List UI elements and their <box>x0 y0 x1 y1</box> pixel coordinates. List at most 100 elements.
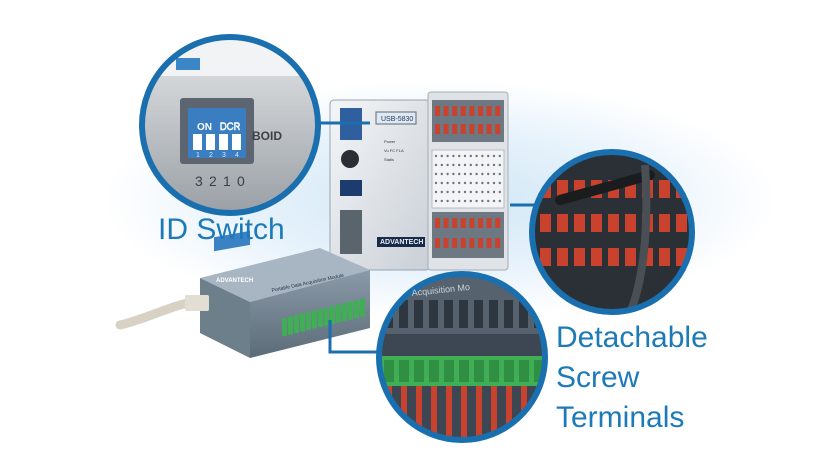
wire <box>431 386 437 440</box>
zoom-id-switch <box>139 34 321 216</box>
terminal-pin <box>443 238 449 248</box>
terminal-pin <box>460 106 466 116</box>
terminal-pin <box>625 248 636 266</box>
breadboard-hole <box>498 199 501 203</box>
screw-terminal <box>534 360 544 382</box>
terminal-pin <box>557 248 568 266</box>
label-line-detachable: Detachable <box>556 321 708 354</box>
led-status-label: Statis <box>384 157 394 162</box>
breadboard-hole <box>434 154 438 158</box>
breadboard-hole <box>440 190 443 194</box>
breadboard-hole <box>481 172 484 176</box>
breadboard-hole <box>452 199 455 203</box>
breadboard-hole <box>463 199 467 203</box>
breadboard-hole <box>446 181 449 185</box>
breadboard-hole <box>487 172 490 176</box>
dip-digit-0: 0 <box>237 173 245 189</box>
terminal-pin <box>443 218 449 228</box>
breadboard-hole <box>434 199 438 203</box>
screw-clamp <box>459 300 468 328</box>
green-terminal-block <box>330 306 335 324</box>
breadboard-hole <box>487 199 490 203</box>
breadboard-hole <box>492 190 496 194</box>
breadboard-hole <box>458 190 461 194</box>
led-fla-label: Vu FC FLA <box>384 148 404 153</box>
breadboard-hole <box>434 190 438 194</box>
zoom-screw-terminals <box>376 271 548 443</box>
terminal-pin <box>460 124 466 134</box>
breadboard-hole <box>498 190 501 194</box>
terminal-pin <box>452 238 458 248</box>
breadboard-hole <box>481 154 484 158</box>
terminal-pin <box>625 214 636 232</box>
breadboard-hole <box>481 199 484 203</box>
breadboard-hole <box>458 163 461 167</box>
green-terminal-block <box>354 300 359 318</box>
terminal-pin <box>452 106 458 116</box>
breadboard-hole <box>434 163 438 167</box>
breadboard-hole <box>487 181 490 185</box>
terminal-pin <box>574 180 585 198</box>
screw-terminal <box>384 360 394 382</box>
screw-clamp <box>519 300 528 328</box>
dip-num-2: 2 <box>209 152 213 159</box>
screw-clamp <box>489 300 498 328</box>
green-terminal-block <box>288 316 293 335</box>
breadboard-hole <box>469 199 472 203</box>
terminal-pin <box>486 106 492 116</box>
breadboard-hole <box>498 154 501 158</box>
terminal-pin <box>460 238 466 248</box>
screw-clamp <box>504 300 513 328</box>
boid-text: BOID <box>252 129 282 143</box>
breadboard-hole <box>487 190 490 194</box>
wire <box>491 386 497 440</box>
green-terminal-block <box>300 313 305 332</box>
terminal-pin <box>642 248 653 266</box>
terminal-pin <box>486 124 492 134</box>
screw-clamp <box>399 300 408 328</box>
terminal-pin <box>452 218 458 228</box>
breadboard-hole <box>498 163 501 167</box>
dip-switch-lever <box>232 134 241 150</box>
zoom-screwdriver <box>529 149 695 315</box>
terminal-pin <box>435 238 440 248</box>
breadboard-hole <box>487 154 490 158</box>
wire <box>476 386 482 440</box>
terminal-pin <box>443 124 449 134</box>
green-terminal-block <box>318 309 323 327</box>
terminal-pin <box>435 218 440 228</box>
terminal-pin <box>540 248 551 266</box>
breadboard-hole <box>434 172 438 176</box>
large-brand-text: ADVANTECH <box>380 239 423 246</box>
breadboard-hole <box>475 199 478 203</box>
terminal-pin <box>495 106 501 116</box>
terminal-pin <box>469 106 475 116</box>
breadboard-hole <box>446 172 449 176</box>
terminal-pin <box>557 180 568 198</box>
large-model-text: USB-5830 <box>381 116 413 123</box>
breadboard-hole <box>469 190 472 194</box>
breadboard-hole <box>452 154 455 158</box>
breadboard-hole <box>475 154 478 158</box>
label-line-screw: Screw <box>556 361 640 394</box>
breadboard-hole <box>458 181 461 185</box>
wire <box>461 386 467 440</box>
breadboard-hole <box>440 163 443 167</box>
breadboard-hole <box>463 181 467 185</box>
breadboard-hole <box>440 181 443 185</box>
breadboard-hole <box>446 199 449 203</box>
screw-clamp <box>414 300 423 328</box>
breadboard-hole <box>481 163 484 167</box>
dip-digit-1: 1 <box>223 173 231 189</box>
screw-terminal <box>459 360 469 382</box>
breadboard-hole <box>475 172 478 176</box>
breadboard-hole <box>475 181 478 185</box>
green-terminal-block <box>342 303 347 321</box>
screw-terminal <box>489 360 499 382</box>
terminal-pin <box>540 214 551 232</box>
breadboard-hole <box>452 163 455 167</box>
terminal-pin <box>608 214 619 232</box>
breadboard-hole <box>475 190 478 194</box>
breadboard-hole <box>469 181 472 185</box>
green-terminal-block <box>360 298 365 317</box>
